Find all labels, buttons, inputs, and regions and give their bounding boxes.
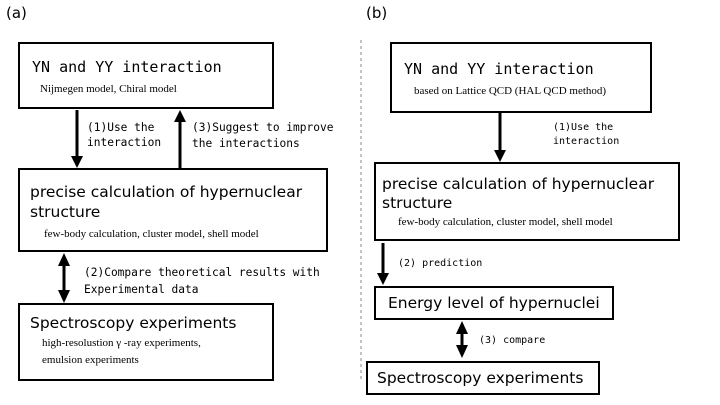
label-b-use-1: (1)Use the bbox=[553, 122, 614, 133]
box-b-experiments-title: Spectroscopy experiments bbox=[377, 369, 584, 387]
box-a-experiments-title: Spectroscopy experiments bbox=[30, 314, 237, 332]
box-b-experiments: Spectroscopy experiments bbox=[366, 361, 600, 395]
box-b-calculation-title-2: structure bbox=[382, 194, 453, 212]
box-a-experiments-line2: emulsion experiments bbox=[42, 354, 139, 366]
panel-b-label: (b) bbox=[366, 4, 388, 22]
box-b-calculation-title-1: precise calculation of hypernuclear bbox=[382, 175, 655, 193]
arrow-b-use bbox=[494, 113, 506, 162]
box-a-interaction-subtitle: Nijmegen model, Chiral model bbox=[40, 83, 177, 95]
label-a-compare-2: Experimental data bbox=[84, 283, 199, 296]
box-a-calculation: precise calculation of hypernuclear stru… bbox=[18, 168, 328, 252]
arrow-b-compare bbox=[456, 321, 468, 358]
box-a-experiments-line1: high-resolustion γ -ray experiments, bbox=[42, 337, 201, 349]
arrow-a-compare bbox=[58, 253, 70, 303]
box-a-calculation-title-2: structure bbox=[30, 203, 101, 221]
box-a-interaction-title: YN and YY interaction bbox=[32, 58, 222, 76]
label-a-suggest-1: (3)Suggest to improve bbox=[192, 121, 334, 134]
label-b-predict: (2) prediction bbox=[398, 258, 483, 269]
box-b-calculation-subtitle: few-body calculation, cluster model, she… bbox=[398, 216, 613, 228]
box-a-interaction: YN and YY interaction Nijmegen model, Ch… bbox=[18, 42, 274, 109]
arrow-b-predict bbox=[377, 243, 389, 285]
box-b-interaction: YN and YY interaction based on Lattice Q… bbox=[390, 42, 652, 113]
label-a-suggest-2: the interactions bbox=[192, 137, 300, 150]
arrow-a-use bbox=[71, 110, 83, 168]
box-b-energy-title: Energy level of hypernuclei bbox=[388, 294, 600, 312]
label-a-use-1: (1)Use the bbox=[87, 121, 155, 134]
box-a-calculation-subtitle: few-body calculation, cluster model, she… bbox=[44, 228, 259, 240]
label-b-use-2: interaction bbox=[553, 136, 620, 147]
label-b-compare: (3) compare bbox=[479, 335, 546, 346]
label-a-compare-1: (2)Compare theoretical results with bbox=[84, 266, 320, 279]
box-b-interaction-subtitle: based on Lattice QCD (HAL QCD method) bbox=[414, 85, 607, 97]
panel-a-label: (a) bbox=[6, 4, 27, 22]
box-b-calculation: precise calculation of hypernuclear stru… bbox=[374, 162, 680, 241]
arrow-a-suggest bbox=[174, 110, 186, 168]
label-a-use-2: interaction bbox=[87, 136, 162, 149]
box-b-interaction-title: YN and YY interaction bbox=[404, 60, 594, 78]
box-b-energy: Energy level of hypernuclei bbox=[374, 286, 614, 320]
box-a-calculation-title-1: precise calculation of hypernuclear bbox=[30, 183, 303, 201]
box-a-experiments: Spectroscopy experiments high-resolustio… bbox=[18, 303, 274, 381]
